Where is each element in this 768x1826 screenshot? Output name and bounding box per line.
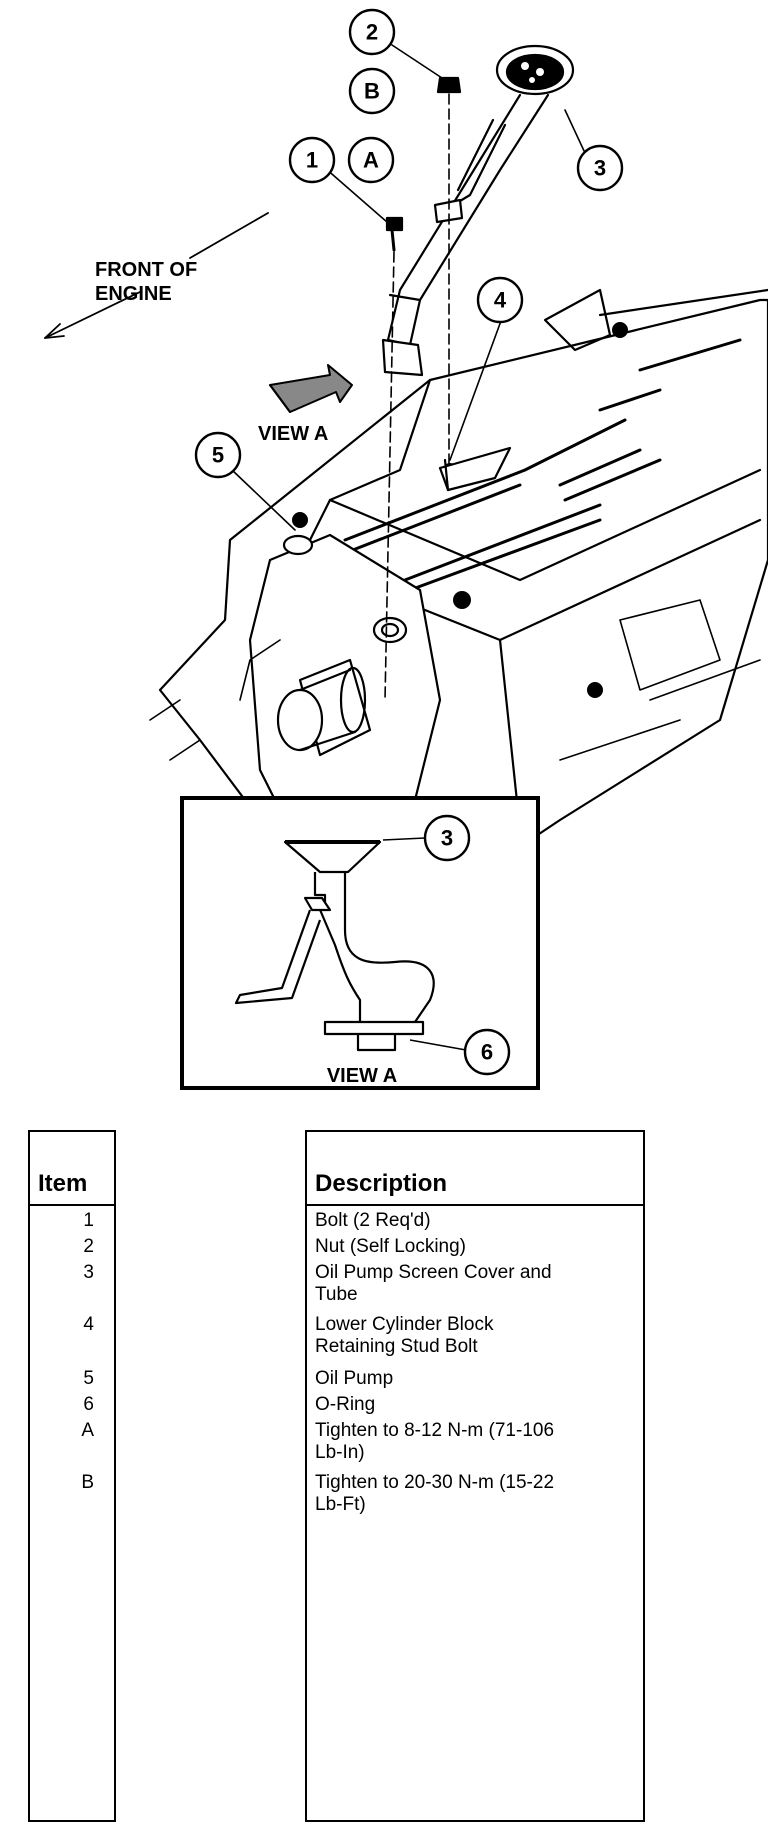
description-2-line: Nut (Self Locking) [315, 1236, 467, 1257]
callouts [194, 8, 624, 479]
inset-callout-6 [463, 1028, 511, 1076]
item-6: 6 [83, 1394, 94, 1415]
nut-item-2 [436, 76, 462, 94]
description-header: Description [315, 1170, 448, 1197]
description-3-line-1: Oil Pump Screen Cover and [315, 1262, 552, 1283]
view-a-inset-label: VIEW A [327, 1065, 397, 1087]
description-4-line-2: Retaining Stud Bolt [315, 1336, 478, 1357]
item-2: 2 [83, 1236, 94, 1257]
front-of-engine-arrow [44, 212, 269, 339]
callout-4-label: 4 [494, 288, 507, 313]
callout-3-label: 3 [594, 156, 606, 181]
description-3: Oil Pump Screen Cover and Tube [315, 1262, 635, 1306]
callout-b-label: B [364, 79, 380, 104]
inset-callout-3-label: 3 [441, 826, 453, 851]
description-b-line-1: Tighten to 20-30 N-m (15-22 [315, 1472, 555, 1493]
callout-a [347, 136, 395, 184]
description-4-line-1: Lower Cylinder Block [315, 1314, 494, 1335]
item-a: A [81, 1420, 94, 1441]
description-6: O-Ring [315, 1394, 635, 1416]
description-2: Nut (Self Locking) [315, 1236, 635, 1258]
description-6-line: O-Ring [315, 1394, 376, 1415]
front-of-engine-label-line1: FRONT OF [95, 259, 197, 281]
callout-1-label: 1 [306, 148, 318, 173]
view-a-arrow [269, 364, 353, 413]
callout-5 [194, 431, 242, 479]
item-3: 3 [83, 1262, 94, 1283]
description-b: Tighten to 20-30 N-m (15-22 Lb-Ft) [315, 1472, 635, 1516]
description-1: Bolt (2 Req'd) [315, 1210, 635, 1232]
view-a-inset: 3 6 VIEW A [180, 796, 540, 1090]
legend-description-column: Description Bolt (2 Req'd) Nut (Self Loc… [305, 1130, 645, 1822]
callout-2 [348, 8, 396, 56]
screen-cover-tube [381, 44, 575, 377]
block-slots [338, 338, 742, 592]
assembly-centerlines [384, 93, 450, 701]
description-a: Tighten to 8-12 N-m (71-106 Lb-In) [315, 1420, 635, 1464]
callout-2-label: 2 [366, 20, 378, 45]
item-header: Item [38, 1170, 88, 1197]
item-1: 1 [83, 1210, 94, 1231]
legend-item-column: Item 1 2 3 4 5 6 A B [28, 1130, 116, 1822]
exploded-view-diagram: 2 B 1 A 3 4 5 FRONT OF ENGINE VIEW A 3 6 [44, 8, 768, 1090]
item-4: 4 [83, 1314, 94, 1335]
description-4: Lower Cylinder Block Retaining Stud Bolt [315, 1314, 635, 1358]
inset-callout-3 [423, 814, 471, 862]
callout-b [348, 67, 396, 115]
callout-1 [288, 136, 336, 184]
bolt-item-1 [385, 216, 404, 252]
description-header-rule [307, 1204, 643, 1206]
item-5: 5 [83, 1368, 94, 1389]
description-a-line-1: Tighten to 8-12 N-m (71-106 [315, 1420, 555, 1441]
description-3-line-2: Tube [315, 1284, 358, 1305]
oil-pump [239, 533, 442, 852]
front-of-engine-label-line2: ENGINE [95, 283, 172, 305]
stud-bracket [438, 446, 512, 492]
description-1-line: Bolt (2 Req'd) [315, 1210, 431, 1231]
callout-5-label: 5 [212, 443, 224, 468]
item-b: B [81, 1472, 94, 1493]
description-b-line-2: Lb-Ft) [315, 1494, 366, 1515]
view-a-label: VIEW A [258, 423, 328, 445]
callout-3 [576, 144, 624, 192]
callout-a-label: A [363, 148, 379, 173]
callout-4 [476, 276, 524, 324]
item-header-rule [30, 1204, 114, 1206]
inset-callout-6-label: 6 [481, 1040, 493, 1065]
description-a-line-2: Lb-In) [315, 1442, 365, 1463]
description-5: Oil Pump [315, 1368, 635, 1390]
description-5-line: Oil Pump [315, 1368, 394, 1389]
